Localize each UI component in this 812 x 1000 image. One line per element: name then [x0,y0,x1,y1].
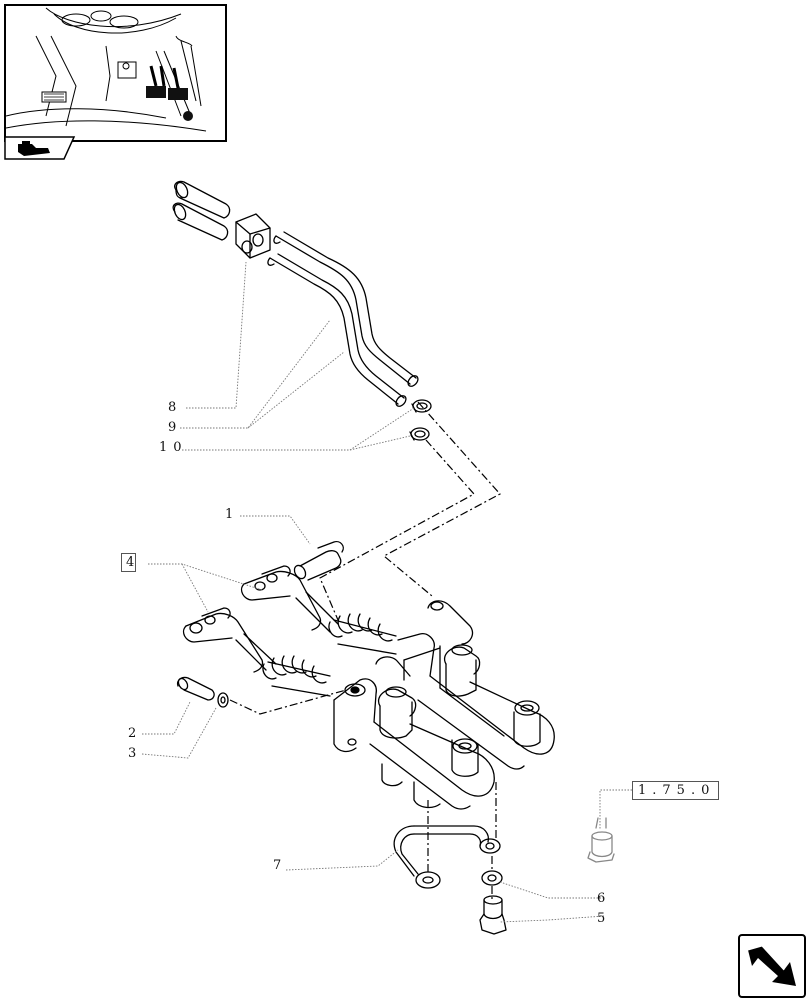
callout-7: 7 [273,858,288,873]
callout-9: 9 [168,420,183,435]
callout-1: 1 [225,507,240,522]
reference-switch [587,817,615,863]
upper-clevis-rod [240,565,397,655]
reference-link-1-75-0[interactable]: 1.75.0 [632,781,720,800]
callout-3: 3 [128,746,143,761]
assembly-lines [229,401,501,900]
brake-pipe [393,825,501,889]
lower-clevis-rod [182,607,331,697]
hose-clamps [409,399,432,441]
double-grommet [235,213,271,259]
overview-thumbnail [4,4,227,142]
next-page-arrow-icon [747,945,796,986]
rigid-pipes [267,231,419,407]
callout-4-box[interactable]: 4 [121,553,137,572]
callout-6: 6 [597,891,612,906]
leader-lines [141,261,632,923]
callout-2: 2 [128,726,143,741]
next-page-button[interactable] [738,934,806,998]
previous-page-tab[interactable] [4,136,76,160]
bolt-and-washer [176,676,229,708]
upper-master-cylinder [397,600,555,770]
previous-page-tab-icon [4,136,76,160]
callout-10: 10 [159,440,188,455]
tractor-pedal-overview-image [6,7,207,132]
callout-8: 8 [168,400,183,415]
lower-master-cylinder [333,656,495,810]
washer-and-banjo-bolt [479,870,507,935]
hose-sleeve-pieces [172,180,231,241]
clevis-pin [293,540,344,581]
callout-5: 5 [597,911,612,926]
